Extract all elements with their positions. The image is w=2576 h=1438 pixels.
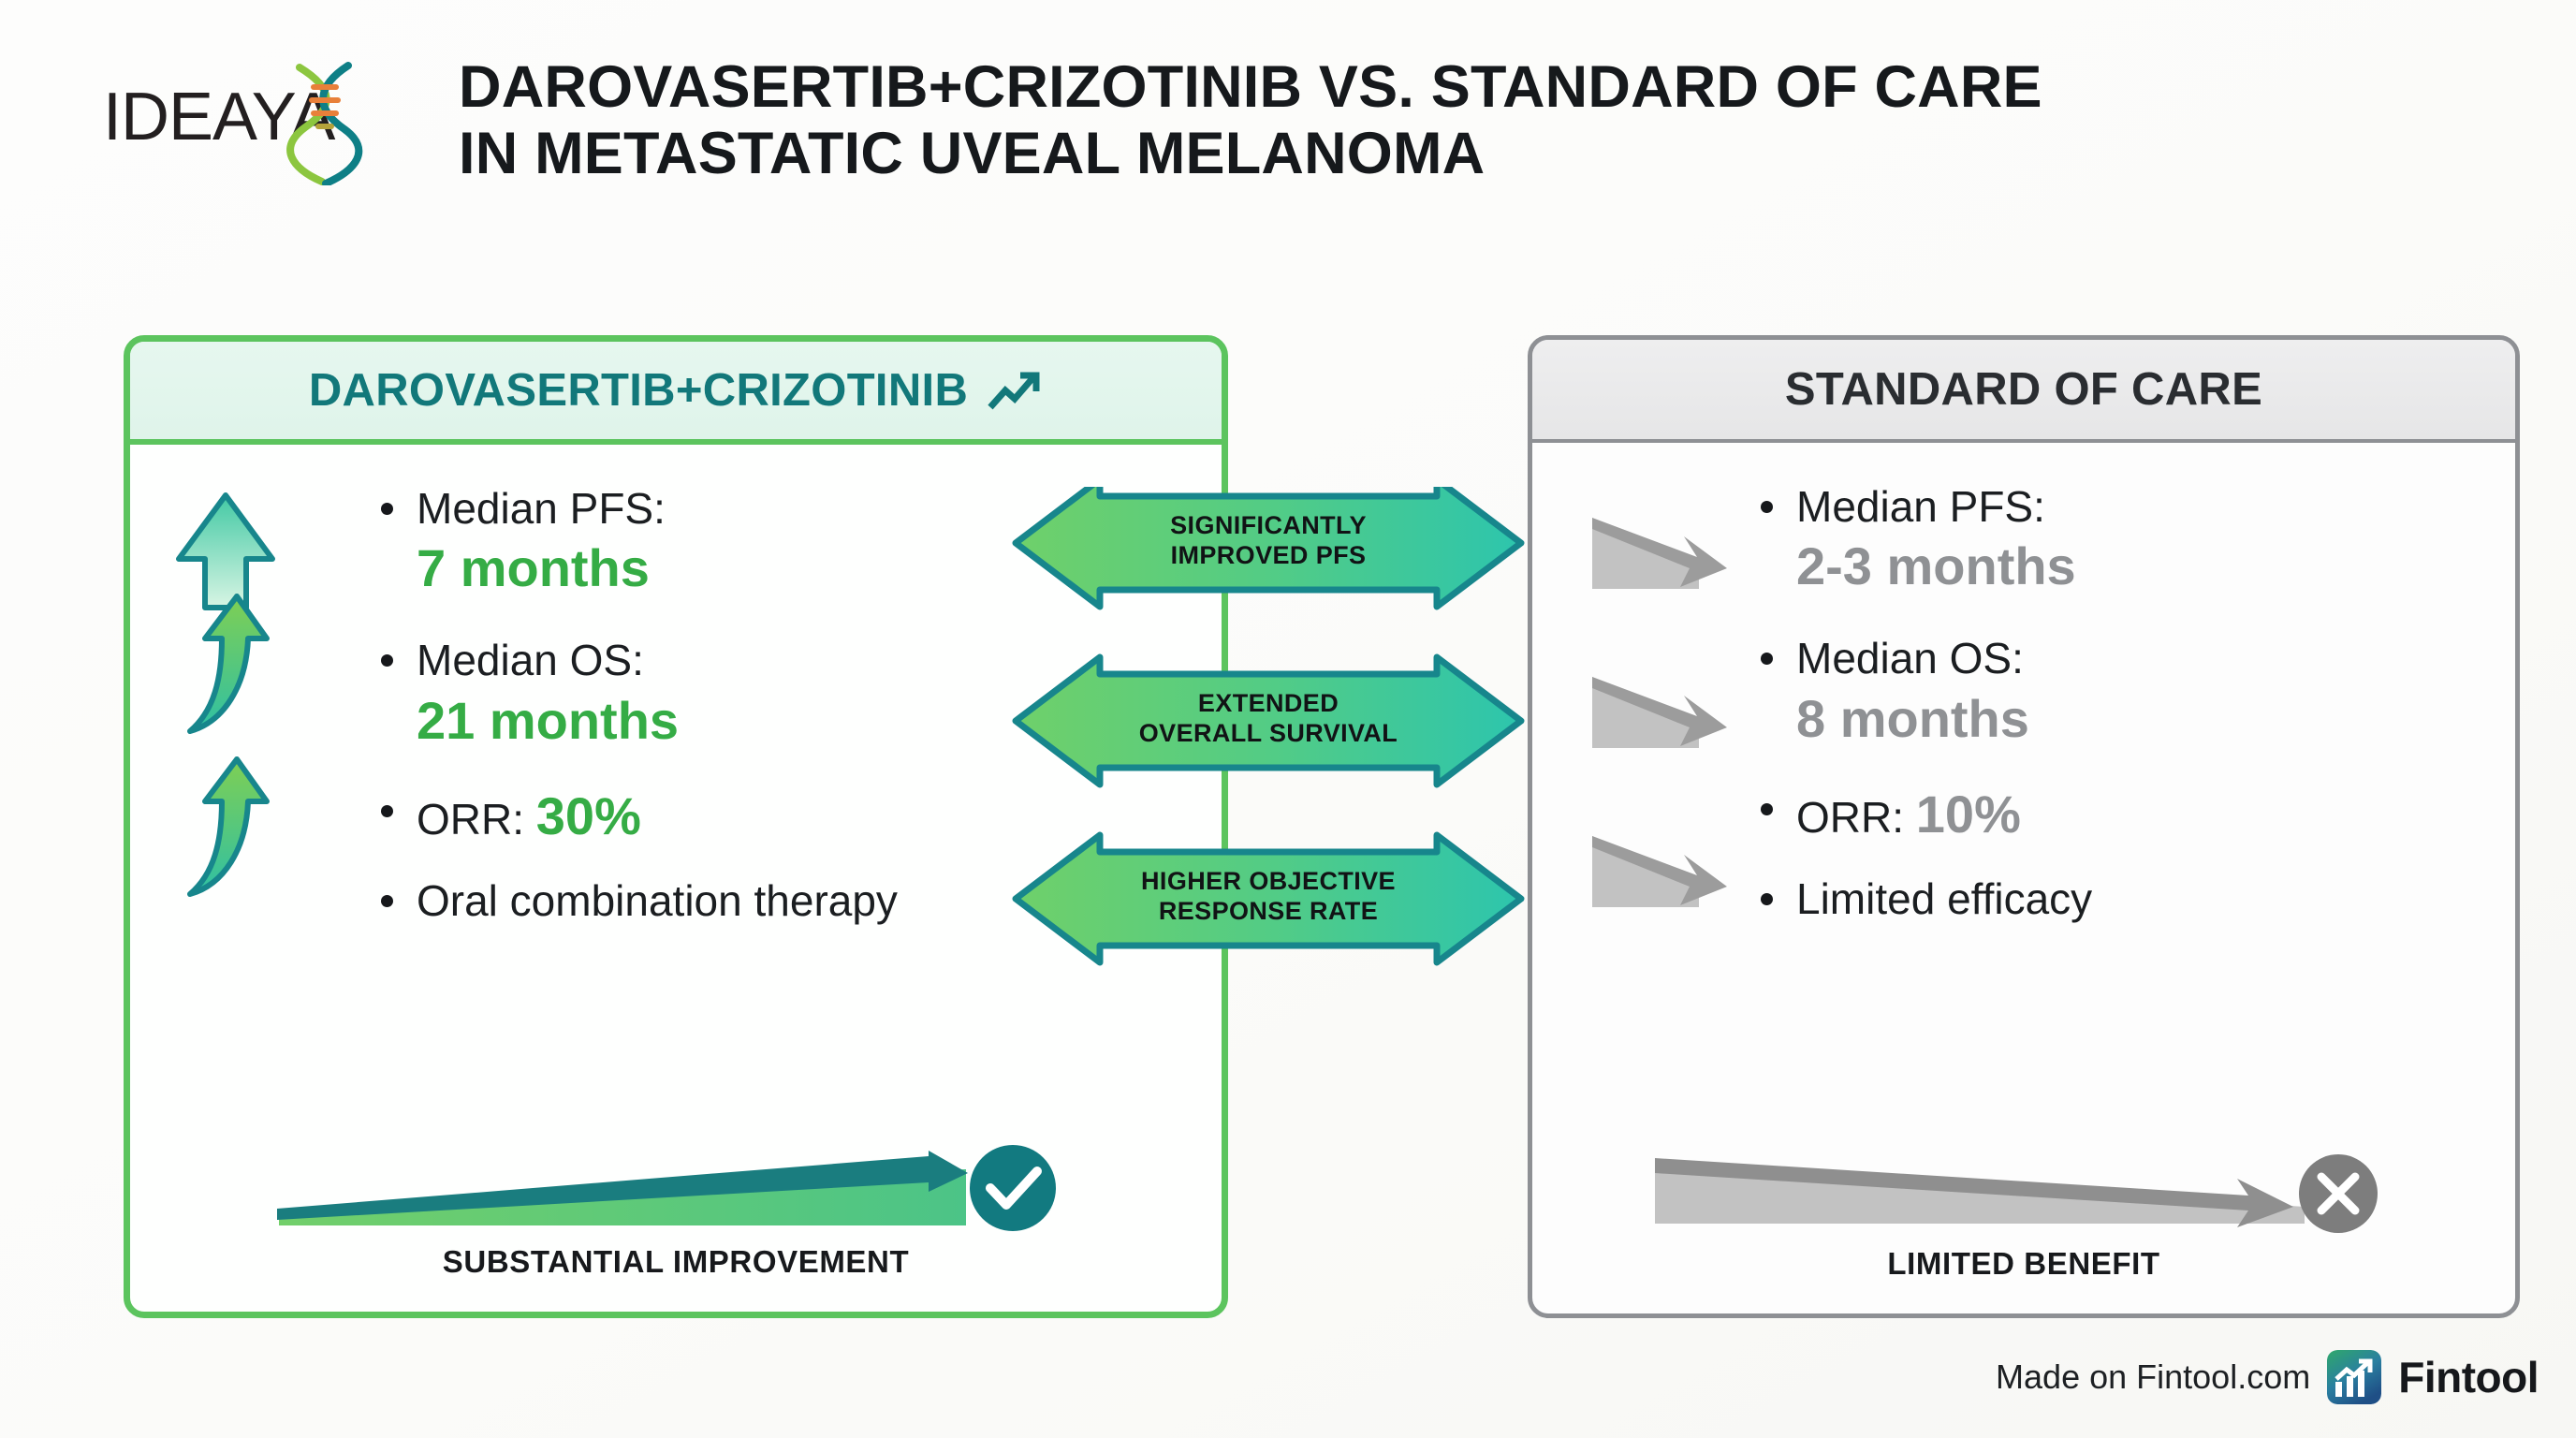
check-circle-icon (970, 1145, 1056, 1231)
metric-value: 2-3 months (1796, 536, 2076, 596)
comparison-arrow-3 (1012, 831, 1525, 966)
orr-row: ORR: 10% (1796, 783, 2485, 846)
soc-panel-footer: LIMITED BENEFIT (1532, 1137, 2515, 1282)
bullet-dot-icon (1761, 893, 1773, 906)
list-item: Median OS: 21 months (375, 634, 1152, 752)
list-item: Limited efficacy (1755, 873, 2485, 925)
treatment-panel-footer: SUBSTANTIAL IMPROVEMENT (130, 1136, 1222, 1280)
bullet-dot-icon (1761, 802, 1773, 815)
comparison-arrow-1 (1012, 474, 1525, 610)
orr-row: ORR: 30% (417, 785, 1152, 848)
declining-wedge-arrow (1655, 1154, 2378, 1233)
list-item: ORR: 10% (1755, 783, 2485, 846)
soc-panel-header: STANDARD OF CARE (1532, 340, 2515, 443)
trending-up-icon (988, 372, 1040, 410)
three-declining-arrows-icon (1592, 518, 1727, 907)
attribution: Made on Fintool.com Fintool (1996, 1350, 2539, 1404)
comparison-arrows-svg (1012, 474, 1525, 966)
metric-value: 8 months (1796, 688, 2029, 748)
list-item: Median PFS: 7 months (375, 482, 1152, 600)
treatment-panel-header: DAROVASERTIB+CRIZOTINIB (130, 342, 1222, 445)
list-item: ORR: 30% (375, 785, 1152, 848)
comparison-arrows: SIGNIFICANTLY IMPROVED PFS EXTENDED OVER… (997, 474, 1540, 1067)
list-item: Median PFS: 2-3 months (1755, 480, 2485, 598)
page-title: DAROVASERTIB+CRIZOTINIB VS. STANDARD OF … (459, 54, 2042, 187)
metric-label: Median PFS: (417, 484, 666, 533)
metric-value: 21 months (417, 690, 680, 750)
comparison-arrow-2 (1012, 653, 1525, 788)
metric-label: Median OS: (1796, 634, 2024, 683)
ideaya-logo: IDEAYA (103, 62, 412, 187)
three-rising-arrows-icon (176, 492, 275, 897)
bullet-dot-icon (381, 503, 393, 515)
orr-label: ORR: (1796, 792, 1904, 842)
treatment-bullet-list: Median PFS: 7 months Median OS: 21 month… (375, 482, 1152, 936)
treatment-footer-caption: SUBSTANTIAL IMPROVEMENT (442, 1244, 910, 1279)
bullet-dot-icon (1761, 653, 1773, 666)
attribution-text: Made on Fintool.com (1996, 1357, 2311, 1396)
ideaya-logo-text: IDEAYA (103, 80, 335, 154)
therapy-note: Oral combination therapy (417, 876, 898, 926)
attribution-brand: Fintool (2398, 1353, 2539, 1401)
list-item: Oral combination therapy (375, 874, 1152, 927)
orr-label: ORR: (417, 794, 524, 844)
soc-panel: STANDARD OF CARE Median PFS: 2-3 months (1528, 335, 2520, 1318)
list-item: Median OS: 8 months (1755, 632, 2485, 750)
page-title-line-2: IN METASTATIC UVEAL MELANOMA (459, 121, 1486, 187)
soc-footer-caption: LIMITED BENEFIT (1887, 1246, 2160, 1281)
bullet-dot-icon (1761, 501, 1773, 513)
soc-bullet-list: Median PFS: 2-3 months Median OS: 8 mont… (1755, 480, 2485, 934)
metric-label: Median OS: (417, 636, 644, 685)
bullet-dot-icon (381, 895, 393, 908)
dna-helix-icon (286, 62, 363, 185)
page-header: IDEAYA DAROVASERTIB+CRIZOTINIB VS. STAND… (0, 47, 2576, 234)
soc-panel-title: STANDARD OF CARE (1784, 364, 2263, 415)
page-title-line-1: DAROVASERTIB+CRIZOTINIB VS. STANDARD OF … (459, 54, 2042, 120)
treatment-panel-body: Median PFS: 7 months Median OS: 21 month… (130, 445, 1222, 1312)
soc-panel-body: Median PFS: 2-3 months Median OS: 8 mont… (1532, 443, 2515, 1313)
metric-label: Median PFS: (1796, 482, 2045, 531)
orr-value: 10% (1915, 784, 2021, 844)
treatment-panel-title: DAROVASERTIB+CRIZOTINIB (308, 365, 969, 416)
orr-value: 30% (535, 785, 641, 845)
efficacy-note: Limited efficacy (1796, 874, 2093, 924)
rising-wedge-arrow (277, 1145, 1056, 1231)
fintool-chart-icon (2327, 1350, 2382, 1404)
bullet-dot-icon (381, 654, 393, 668)
bullet-dot-icon (381, 804, 393, 817)
metric-value: 7 months (417, 538, 650, 598)
treatment-panel: DAROVASERTIB+CRIZOTINIB (124, 335, 1228, 1318)
